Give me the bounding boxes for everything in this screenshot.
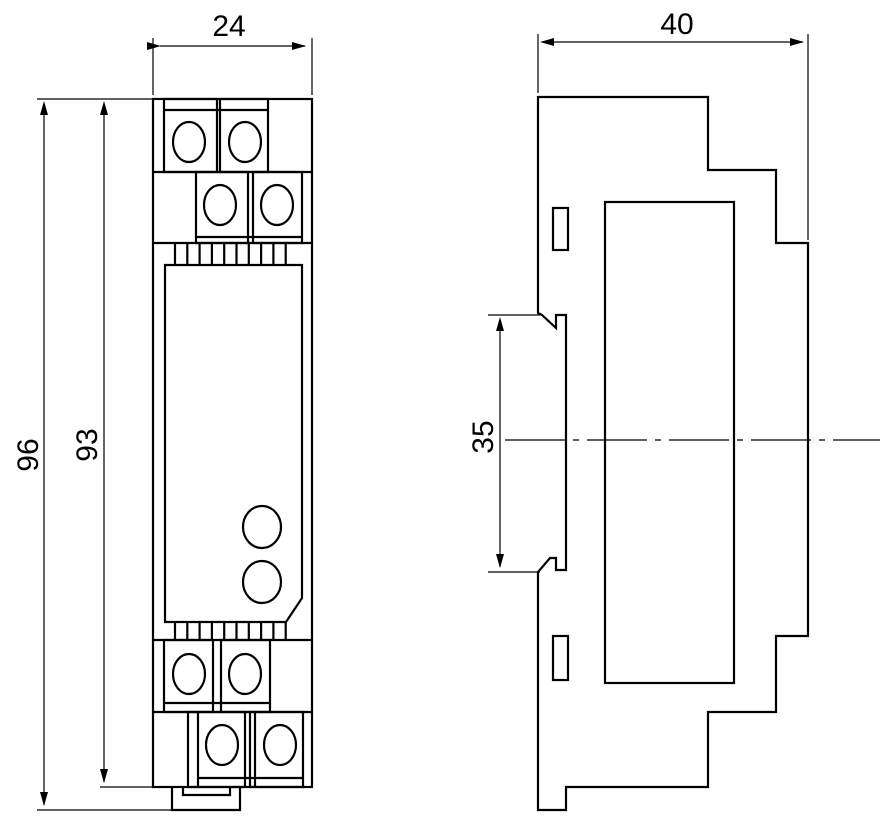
height-inner-label: 93 bbox=[71, 428, 104, 461]
rail-clip-foot bbox=[170, 787, 242, 812]
knob-1 bbox=[241, 504, 283, 550]
knob-2 bbox=[241, 559, 283, 605]
terminal-row-2 bbox=[153, 170, 312, 245]
vent-comb-bottom bbox=[173, 622, 287, 640]
side-view: 40 35 bbox=[467, 8, 880, 812]
front-view: 24 96 93 bbox=[12, 10, 314, 812]
side-window bbox=[603, 200, 736, 685]
side-outline bbox=[536, 95, 810, 812]
rail-label: 35 bbox=[467, 420, 500, 453]
terminal-row-4 bbox=[153, 710, 312, 789]
depth-label: 40 bbox=[660, 8, 693, 41]
terminal-row-3 bbox=[153, 638, 312, 714]
slot-bottom bbox=[551, 634, 570, 682]
width-label: 24 bbox=[212, 10, 245, 43]
terminal-row-1 bbox=[153, 97, 312, 174]
vent-comb-top bbox=[173, 243, 287, 265]
height-outer-label: 96 bbox=[12, 438, 45, 471]
slot-top bbox=[551, 206, 570, 252]
front-window bbox=[163, 263, 304, 624]
